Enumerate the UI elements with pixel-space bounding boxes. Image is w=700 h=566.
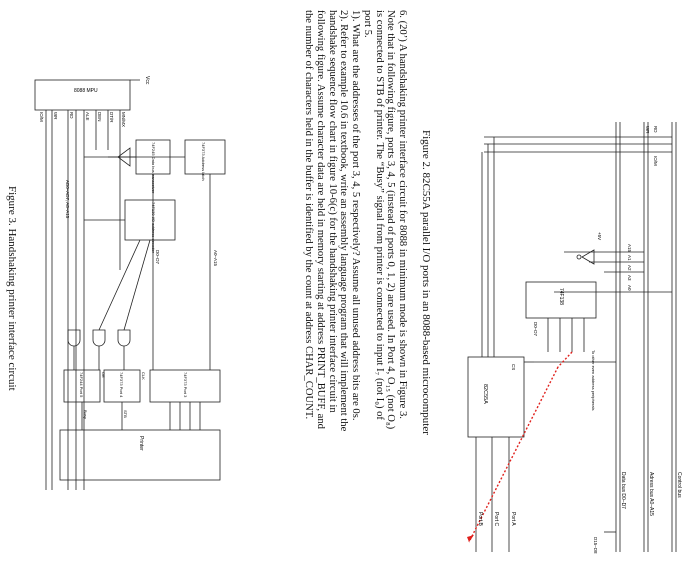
latch-label: 74F373 Address latch: [201, 142, 206, 181]
vcc-label: Vcc: [144, 76, 150, 85]
question-line: the number of characters held in the buf…: [303, 10, 315, 420]
question-line: following figure. Assume character data …: [315, 10, 327, 429]
stb-label: STB: [123, 410, 128, 418]
iom-label-fig3: IO/M: [39, 112, 44, 122]
d15d8-label: D15–D8: [593, 537, 598, 554]
question-line: handshake sequence flow chart in figure …: [326, 10, 338, 413]
mpu-label: 8088 MPU: [74, 88, 98, 94]
ale-label: ALE: [85, 112, 90, 121]
rd-label-fig3: RD: [69, 112, 74, 119]
port5-label: 74F244 Port 5: [79, 372, 84, 398]
a15-label: A15: [627, 244, 632, 253]
a0-label: A0: [627, 285, 632, 291]
question-line: is connected to STB of printer. The “Bus…: [373, 10, 385, 420]
address-bus-label: Adress bus A0–A15: [648, 472, 654, 516]
transceiver-label: 74F245 Data bus transceiver: [151, 142, 156, 194]
peripherals-label: To other even address peripherals: [591, 350, 596, 410]
control-bus-label: Control bus: [676, 472, 682, 498]
port-a-label: Port A: [510, 512, 516, 526]
figure-2-schematic: Control bus Adress bus A0–A15 Data bus D…: [467, 122, 682, 554]
figure-3-schematic: Vcc 8088 MPU MN/MX DT/R DEN ALE RD WR IO…: [34, 76, 226, 490]
a0a15-label: A0–A15: [213, 250, 218, 267]
port-c-label: Port C: [493, 512, 499, 527]
data-bus-label: Data bus D0–D7: [620, 472, 626, 509]
question-text: 6. (20’) A handshaking printer interface…: [303, 10, 408, 562]
den-label: DEN: [97, 112, 102, 122]
dtr-label: DT/R: [109, 112, 114, 123]
decoder-label: 74F138: [558, 288, 564, 305]
cs-label: CS: [511, 364, 516, 370]
plus5v-label: +5V: [597, 232, 602, 240]
clk-label: CLK: [141, 372, 146, 380]
chip-82c55a-label: 82C55A: [482, 384, 488, 404]
decoder-label-fig3: 74F139 I/O address decoder: [151, 202, 156, 254]
question-line: 2). Refer to example 10.6 in textbook, w…: [338, 10, 350, 432]
iom-label: IO/M: [653, 156, 658, 166]
d0d7-label-fig3: D0–D7: [155, 250, 160, 265]
question-line: 6. (20’) A handshaking printer interface…: [397, 10, 408, 419]
d0d7-label: D0–D7: [533, 322, 538, 337]
a2-label: A2: [627, 265, 632, 271]
mnmx-label: MN/MX: [121, 112, 126, 127]
wr-label-fig3: WR: [53, 112, 58, 120]
figure-2-caption: Figure 2. 82C55A parallel I/O ports in a…: [420, 130, 432, 435]
port-b-label: Port B: [477, 512, 483, 527]
bus-label: AD0–AD7, A8–A15: [65, 180, 70, 219]
a1-label: A1: [627, 255, 632, 261]
question-line: 1). What are the addresses of the port 3…: [350, 10, 362, 421]
port4-label: 74F373 Port 4: [119, 372, 124, 398]
question-line: Note that in following figure, ports 3, …: [385, 10, 397, 430]
oe-label: OE: [101, 372, 106, 378]
printer-label: Printer: [138, 436, 144, 451]
port3-label: 74F373 Port 3: [183, 372, 188, 398]
busy-label: Busy: [83, 410, 88, 419]
figure-3-caption: Figure 3. Handshaking printer interface …: [6, 186, 18, 391]
rd-label: RD: [653, 126, 658, 133]
wr-label: WR: [645, 126, 650, 134]
question-line: port 5.: [361, 10, 373, 38]
a3-label: A3: [627, 275, 632, 281]
